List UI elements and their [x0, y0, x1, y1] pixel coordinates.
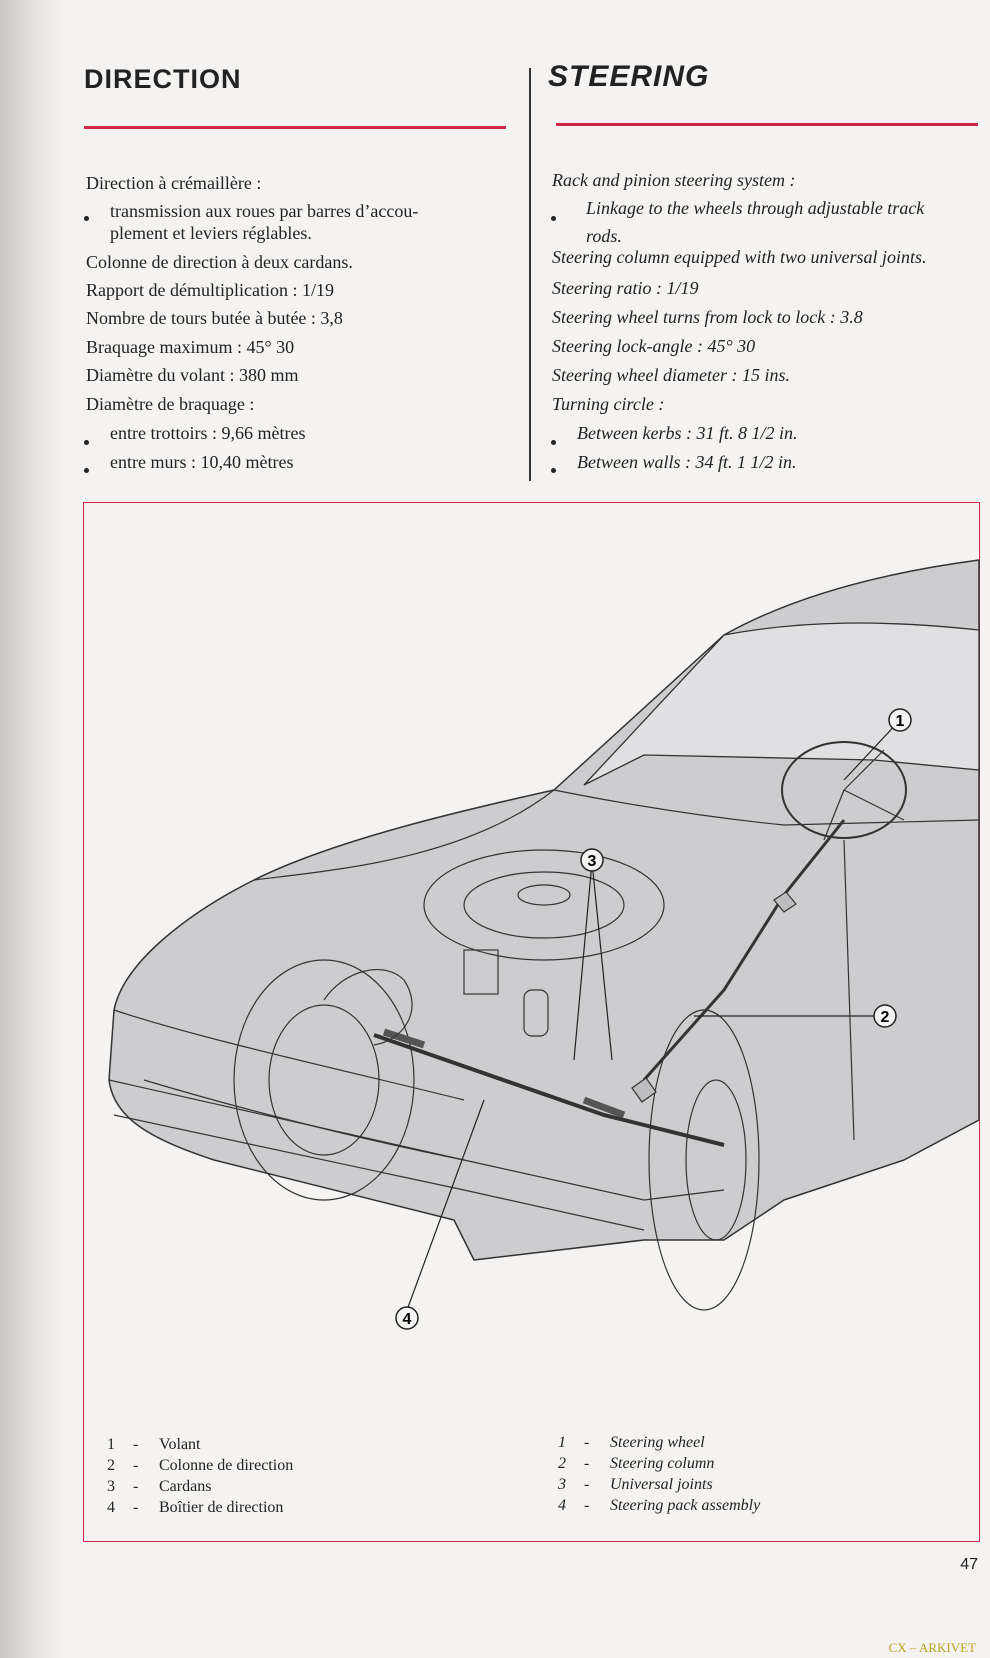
en-bullet1-a: Linkage to the wheels through adjustable… [586, 198, 925, 218]
bullet-dot [84, 440, 89, 445]
watermark-text: CX – ARKIVET [888, 1640, 976, 1655]
fr-bullet1-b: plement et leviers réglables. [110, 223, 312, 243]
fr-lock-line: Braquage maximum : 45° 30 [86, 337, 295, 357]
legend-item: 3-Cardans [107, 1478, 212, 1495]
en-ratio-line: Steering ratio : 1/19 [552, 278, 699, 298]
bullet-dot [84, 468, 89, 473]
callout-3: 3 [580, 848, 604, 872]
svg-text:4: 4 [403, 1311, 412, 1328]
bullet-dot [551, 468, 556, 473]
heading-french: DIRECTION [84, 64, 242, 94]
heading-english: STEERING [548, 60, 710, 93]
legend-english: 1-Steering wheel 2-Steering column 3-Uni… [558, 1432, 760, 1516]
legend-item: 1-Volant [107, 1436, 201, 1453]
car-steering-illustration: 1 2 3 4 [108, 559, 980, 1330]
legend-french: 1-Volant 2-Colonne de direction 3-Cardan… [107, 1434, 293, 1518]
en-column-line: Steering column equipped with two univer… [552, 247, 927, 267]
en-wheel-diameter-line: Steering wheel diameter : 15 ins. [552, 365, 790, 385]
fr-wheel-diameter-line: Diamètre du volant : 380 mm [86, 365, 299, 385]
bullet-dot [84, 216, 89, 221]
en-lock-line: Steering lock-angle : 45° 30 [552, 336, 756, 356]
svg-text:3: 3 [588, 853, 597, 870]
fr-rack-line: Direction à crémaillère : [86, 173, 262, 193]
fr-column-line: Colonne de direction à deux cardans. [86, 252, 353, 272]
callout-1: 1 [888, 708, 912, 732]
bullet-dot [551, 216, 556, 221]
red-rule-left [84, 126, 506, 129]
bullet-dot [551, 440, 556, 445]
svg-text:2: 2 [881, 1009, 890, 1026]
en-kerbs-line: Between kerbs : 31 ft. 8 1/2 in. [577, 423, 798, 443]
red-rule-right [556, 123, 978, 126]
legend-item: 3-Universal joints [558, 1476, 713, 1493]
fr-turns-line: Nombre de tours butée à butée : 3,8 [86, 308, 343, 328]
svg-text:1: 1 [896, 713, 905, 730]
fr-ratio-line: Rapport de démultiplication : 1/19 [86, 280, 334, 300]
legend-item: 2-Steering column [558, 1455, 715, 1472]
en-bullet1-b: rods. [586, 226, 622, 246]
legend-item: 2-Colonne de direction [107, 1457, 294, 1474]
callout-2: 2 [873, 1004, 897, 1028]
en-turns-line: Steering wheel turns from lock to lock :… [552, 307, 863, 327]
fr-walls-line: entre murs : 10,40 mètres [110, 452, 294, 472]
fr-bullet1-a: transmission aux roues par barres d’acco… [110, 201, 419, 221]
page-number: 47 [960, 1556, 978, 1573]
fr-turning-line: Diamètre de braquage : [86, 394, 255, 414]
en-turning-line: Turning circle : [552, 394, 665, 414]
legend-item: 1-Steering wheel [558, 1434, 705, 1451]
book-spine-shadow [0, 0, 60, 1658]
legend-item: 4-Boîtier de direction [107, 1499, 284, 1516]
legend-item: 4-Steering pack assembly [558, 1497, 761, 1514]
en-walls-line: Between walls : 34 ft. 1 1/2 in. [577, 452, 797, 472]
windscreen-shape [583, 622, 980, 786]
column-divider [529, 68, 531, 481]
en-rack-line: Rack and pinion steering system : [552, 170, 796, 190]
callout-4: 4 [395, 1306, 419, 1330]
fr-kerbs-line: entre trottoirs : 9,66 mètres [110, 423, 306, 443]
